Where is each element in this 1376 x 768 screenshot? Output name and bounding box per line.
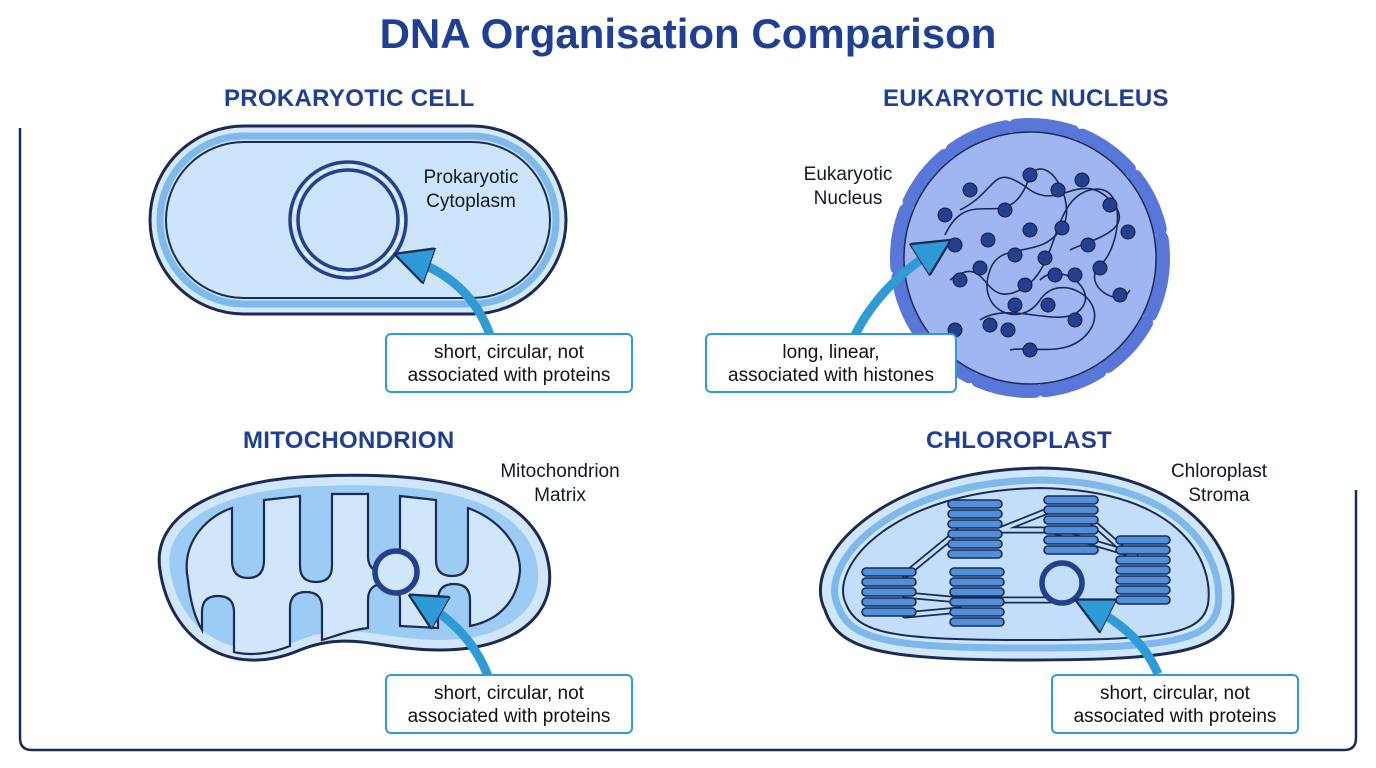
thylakoid-disc: [861, 567, 917, 577]
thylakoid-disc: [1115, 535, 1171, 545]
callout-prokaryotic: short, circular, not associated with pro…: [385, 333, 633, 393]
thylakoid-disc: [1043, 515, 1099, 525]
callout-chloroplast: short, circular, not associated with pro…: [1051, 674, 1299, 734]
thylakoid-disc: [949, 617, 1005, 627]
callout-line: associated with histones: [728, 365, 934, 386]
callout-line: short, circular, not: [434, 342, 584, 363]
label-line: Matrix: [534, 485, 586, 506]
thylakoid-disc: [1043, 535, 1099, 545]
mitochondrial-dna: [372, 548, 420, 596]
thylakoid-disc: [947, 539, 1003, 549]
thylakoid-disc: [1115, 545, 1171, 555]
label-chloroplast-stroma: Chloroplast Stroma: [1154, 460, 1284, 508]
thylakoid-disc: [947, 499, 1003, 509]
circular-dna-plasmid: [288, 160, 408, 280]
label-line: Stroma: [1188, 485, 1250, 506]
thylakoid-disc: [1115, 595, 1171, 605]
label-line: Prokaryotic: [423, 167, 519, 188]
chloroplast: [819, 466, 1235, 676]
mitochondrion-arrow: [425, 604, 493, 678]
callout-line: short, circular, not: [1100, 683, 1250, 704]
label-eukaryotic-nucleus: Eukaryotic Nucleus: [783, 163, 913, 211]
thylakoid-disc: [1043, 505, 1099, 515]
chloroplast-arrow: [1092, 608, 1163, 676]
thylakoid-disc: [949, 567, 1005, 577]
thylakoid-disc: [949, 607, 1005, 617]
callout-line: associated with proteins: [407, 365, 611, 386]
callout-line: associated with proteins: [1073, 706, 1277, 727]
heading-chloroplast: CHLOROPLAST: [926, 427, 1112, 454]
thylakoid-disc: [949, 587, 1005, 597]
label-line: Mitochondrion: [500, 461, 620, 482]
label-prokaryotic-cytoplasm: Prokaryotic Cytoplasm: [406, 166, 536, 214]
label-mitochondrion-matrix: Mitochondrion Matrix: [482, 460, 638, 508]
chromatin: [944, 168, 1131, 351]
thylakoid-disc: [949, 577, 1005, 587]
thylakoid-grana: [861, 495, 1171, 627]
thylakoid-disc: [861, 607, 917, 617]
callout-line: long, linear,: [782, 342, 880, 363]
callout-line: short, circular, not: [434, 683, 584, 704]
thylakoid-disc: [947, 519, 1003, 529]
thylakoid-disc: [947, 549, 1003, 559]
thylakoid-disc: [1043, 525, 1099, 535]
eukaryotic-nucleus: [850, 118, 1170, 398]
thylakoid-disc: [861, 577, 917, 587]
thylakoid-disc: [861, 597, 917, 607]
thylakoid-disc: [1115, 585, 1171, 595]
chloroplast-dna: [1039, 560, 1085, 606]
heading-eukaryotic: EUKARYOTIC NUCLEUS: [883, 85, 1169, 112]
thylakoid-disc: [1115, 555, 1171, 565]
thylakoid-disc: [947, 509, 1003, 519]
thylakoid-disc: [1115, 565, 1171, 575]
page-title: DNA Organisation Comparison: [379, 10, 997, 57]
eukaryotic-arrow: [850, 250, 935, 338]
label-line: Nucleus: [813, 188, 883, 209]
frame-left: [18, 128, 1358, 752]
nuclear-envelope: [890, 118, 1170, 398]
label-line: Cytoplasm: [426, 191, 516, 212]
thylakoid-disc: [1043, 545, 1099, 555]
callout-eukaryotic: long, linear, associated with histones: [705, 333, 957, 393]
thylakoid-disc: [861, 587, 917, 597]
prokaryotic-cell: [148, 124, 568, 337]
heading-mitochondrion: MITOCHONDRION: [243, 427, 455, 454]
callout-line: associated with proteins: [407, 706, 611, 727]
label-line: Chloroplast: [1170, 461, 1268, 482]
thylakoid-disc: [1043, 495, 1099, 505]
mitochondrion: [157, 473, 552, 678]
thylakoid-disc: [1115, 575, 1171, 585]
heading-prokaryotic: PROKARYOTIC CELL: [224, 85, 475, 112]
prokaryotic-arrow: [412, 260, 495, 337]
callout-mitochondrion: short, circular, not associated with pro…: [385, 674, 633, 734]
label-line: Eukaryotic: [803, 164, 893, 185]
thylakoid-disc: [949, 597, 1005, 607]
thylakoid-disc: [947, 529, 1003, 539]
histone-beads: [937, 167, 1136, 358]
